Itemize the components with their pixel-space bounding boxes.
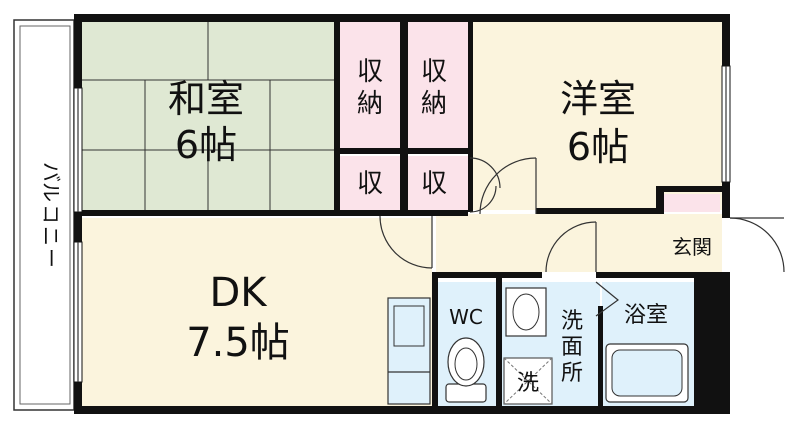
washitsu-name: 和室	[168, 77, 244, 121]
wc-label: WC	[449, 305, 483, 329]
washer-space	[503, 357, 553, 405]
youshitsu-name: 洋室	[560, 77, 636, 121]
washer-label: 洗	[517, 371, 539, 396]
washroom-label-1: 洗	[561, 309, 583, 334]
windows	[73, 65, 731, 383]
balcony-label-4: ニ	[39, 226, 63, 246]
dk-size: 7.5帖	[186, 320, 290, 366]
bathtub	[605, 343, 689, 403]
washroom-label-3: 所	[561, 361, 583, 386]
small-b-floor	[408, 156, 468, 210]
balcony: バ ル コ ニ ー	[13, 19, 75, 411]
youshitsu-floor	[470, 22, 722, 210]
closet-a-label-1: 収	[357, 57, 383, 87]
youshitsu-size: 6帖	[567, 125, 629, 169]
entrance-floor	[662, 214, 722, 272]
kitchen-counter	[387, 297, 431, 405]
closet-a-floor	[340, 22, 400, 150]
walls	[74, 14, 730, 414]
toilet	[445, 337, 487, 403]
small-a-floor	[340, 156, 400, 210]
closet-a-label-2: 納	[357, 89, 383, 119]
corridor-floor	[436, 214, 662, 272]
small-storage-a-label: 収	[357, 169, 383, 199]
closet-b-label-2: 納	[421, 89, 447, 119]
washitsu-size: 6帖	[175, 123, 237, 167]
tatami-mats	[80, 22, 334, 212]
balcony-label-3: コ	[39, 204, 63, 224]
washroom-label-2: 面	[561, 335, 583, 360]
washitsu-floor	[80, 22, 334, 212]
entrance-label: 玄関	[672, 235, 712, 259]
wash-basin	[505, 287, 547, 337]
small-storage-b-label: 収	[421, 169, 447, 199]
balcony-label-5: ー	[39, 248, 63, 268]
closet-b-label-1: 収	[421, 57, 447, 87]
balcony-label-2: ル	[39, 182, 63, 202]
bath-label: 浴室	[624, 303, 668, 328]
doors	[379, 157, 785, 317]
entrance-step	[664, 194, 720, 212]
dk-floor	[80, 218, 432, 406]
closet-b-floor	[408, 22, 468, 150]
balcony-label-1: バ	[39, 162, 63, 182]
dk-name: DK	[209, 270, 268, 316]
